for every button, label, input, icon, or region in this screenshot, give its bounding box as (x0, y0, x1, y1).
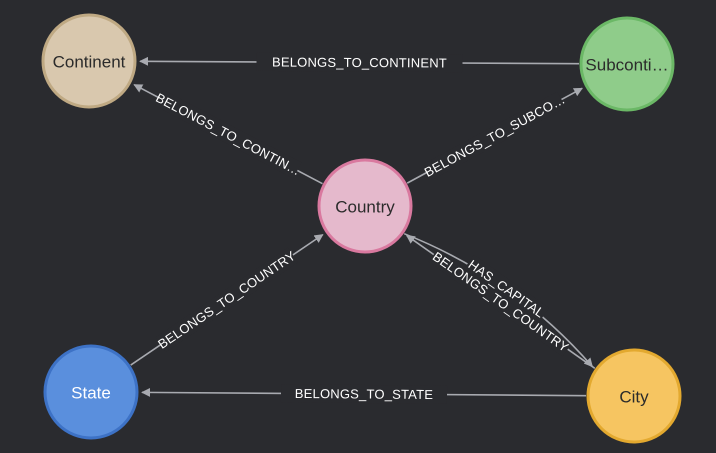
edge-label: BELONGS_TO_COUNTRY (430, 249, 572, 355)
edge-label: BELONGS_TO_CONTINENT (272, 55, 447, 71)
edge-label-background (155, 89, 302, 179)
node-country[interactable]: Country (317, 158, 413, 254)
node-circle[interactable] (43, 344, 139, 440)
edge-label-background (423, 91, 566, 180)
node-subcontinent[interactable]: Subconti… (579, 16, 675, 112)
edge-label: BELONGS_TO_COUNTRY (155, 248, 298, 352)
node-label: Country (335, 198, 395, 217)
edge-state-country[interactable]: BELONGS_TO_COUNTRY (130, 233, 324, 366)
node-label: State (71, 384, 111, 403)
node-label: Subconti… (585, 56, 668, 75)
edge-city-country[interactable]: BELONGS_TO_COUNTRY (405, 234, 596, 369)
node-circle[interactable] (41, 13, 137, 109)
node-state[interactable]: State (43, 344, 139, 440)
edge-label: BELONGS_TO_STATE (295, 386, 434, 402)
node-circle[interactable] (317, 158, 413, 254)
edge-label-background (463, 254, 550, 323)
node-label: City (619, 388, 649, 407)
edge-label: BELONGS_TO_CONTIN… (153, 90, 303, 178)
node-circle[interactable] (579, 16, 675, 112)
node-continent[interactable]: Continent (41, 13, 137, 109)
edge-label-background (428, 247, 573, 357)
edge-country-continent[interactable]: BELONGS_TO_CONTIN… (133, 84, 323, 185)
edge-label-background (256, 52, 463, 73)
node-city[interactable]: City (586, 348, 682, 444)
edge-country-subcontinent[interactable]: BELONGS_TO_SUBCO… (406, 87, 583, 184)
edge-subcontinent-continent[interactable]: BELONGS_TO_CONTINENT (139, 52, 580, 73)
edge-label: BELONGS_TO_SUBCO… (422, 92, 568, 180)
node-circle[interactable] (586, 348, 682, 444)
node-label: Continent (53, 53, 126, 72)
edge-label-background (155, 247, 299, 353)
edge-label-background (280, 384, 448, 404)
edge-city-state[interactable]: BELONGS_TO_STATE (141, 384, 587, 404)
